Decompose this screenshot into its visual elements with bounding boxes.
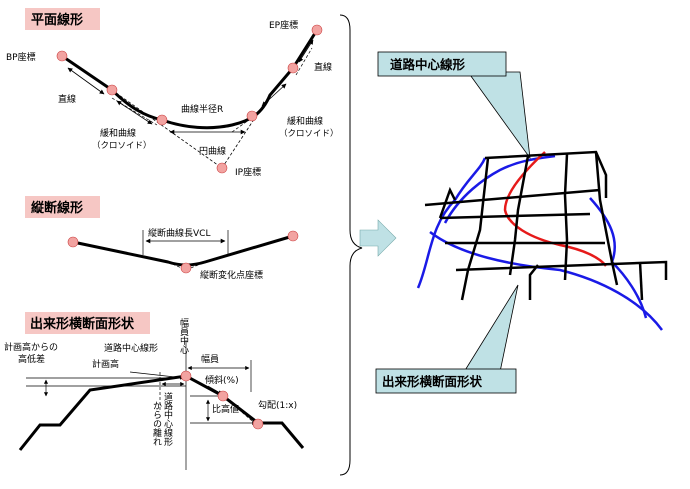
- distance-from-center-label-a: からの離れ: [151, 401, 162, 446]
- ep-point: [311, 24, 323, 36]
- vip-label: 縦断変化点座標: [200, 269, 263, 281]
- section-brace: [339, 14, 363, 476]
- ep-label: EP座標: [269, 19, 298, 31]
- centerline-label: 道路中心線形: [104, 342, 158, 354]
- profile-tangent-dashed: [167, 261, 206, 271]
- profile-vip-point: [180, 262, 192, 274]
- gradient-label: 勾配(1:x): [258, 399, 297, 411]
- road-edge-outer: [429, 231, 664, 331]
- bp-label: BP座標: [6, 51, 36, 63]
- cross-section-diagram: 計画高からの 高低差 道路中心線形 計画高 幅員 傾斜(%) 比高値 勾配(1:…: [4, 317, 305, 470]
- slope-label: 傾斜(%): [205, 374, 239, 386]
- sections-cross: 出来形横断面形状: [30, 316, 135, 332]
- sections-profile: 縦断線形: [31, 200, 83, 216]
- plan-offset-dashed: [111, 47, 313, 133]
- circle-start-point: [156, 114, 168, 126]
- callout-centerline: 道路中心線形: [377, 51, 531, 160]
- vcl-label: 縦断曲線長VCL: [148, 227, 210, 239]
- clothoid-left-label-2: （クロソイド）: [92, 140, 152, 151]
- plan-height-label: 計画高: [92, 358, 119, 370]
- callouts-top: 道路中心線形: [390, 57, 466, 72]
- straight-right-label: 直線: [314, 61, 332, 73]
- cross-center-point: [180, 370, 192, 382]
- width-label: 幅員: [201, 353, 219, 365]
- distance-from-center-label-b: 道路中心線形: [162, 391, 173, 447]
- road-centerline-red: [503, 151, 607, 267]
- clothoid-right-label-1: 緩和曲線: [287, 115, 323, 127]
- profile-diagram: 縦断曲線長VCL 縦断変化点座標: [67, 227, 299, 281]
- ip-label: IP座標: [235, 166, 261, 178]
- cross-shoulder-point: [217, 390, 229, 402]
- profile-end-point: [287, 230, 299, 242]
- cross-toe-point: [252, 418, 264, 430]
- plan-section-label: 平面線形: [25, 8, 100, 30]
- width-center-label: 幅員中心: [178, 317, 189, 354]
- clothoid-left-label-1: 緩和曲線: [100, 127, 136, 139]
- profile-start-point: [67, 236, 79, 248]
- clothoid-right-label-2: （クロソイド）: [279, 128, 339, 139]
- profile-line: [72, 234, 294, 267]
- height-diff-label-2: 高低差: [18, 353, 45, 365]
- relative-height-label: 比高値: [212, 403, 239, 415]
- height-diff-label-1: 計画高からの: [4, 341, 58, 353]
- road-3d-model: [416, 150, 668, 331]
- callouts-bottom: 出来形横断面形状: [382, 374, 483, 389]
- transition-arrow: [359, 219, 397, 257]
- straight-left-label: 直線: [58, 93, 76, 105]
- callout-cross-section: 出来形横断面形状: [375, 284, 519, 394]
- ip-point: [216, 162, 228, 174]
- clothoid-end-right-point: [287, 62, 299, 74]
- profile-section-label: 縦断線形: [25, 196, 100, 218]
- curve-radius-label: 曲線半径R: [181, 103, 223, 115]
- clothoid-start-left-point: [106, 84, 118, 96]
- circle-end-point: [246, 110, 258, 122]
- circular-curve-label: 円曲線: [199, 145, 226, 157]
- bp-point: [56, 50, 68, 62]
- plan-alignment-diagram: BP座標 EP座標 直線 直線 曲線半径R 緩和曲線 （クロソイド） 緩和曲線 …: [6, 19, 339, 178]
- sections-plan: 平面線形: [31, 12, 83, 28]
- cross-section-label: 出来形横断面形状: [25, 312, 150, 334]
